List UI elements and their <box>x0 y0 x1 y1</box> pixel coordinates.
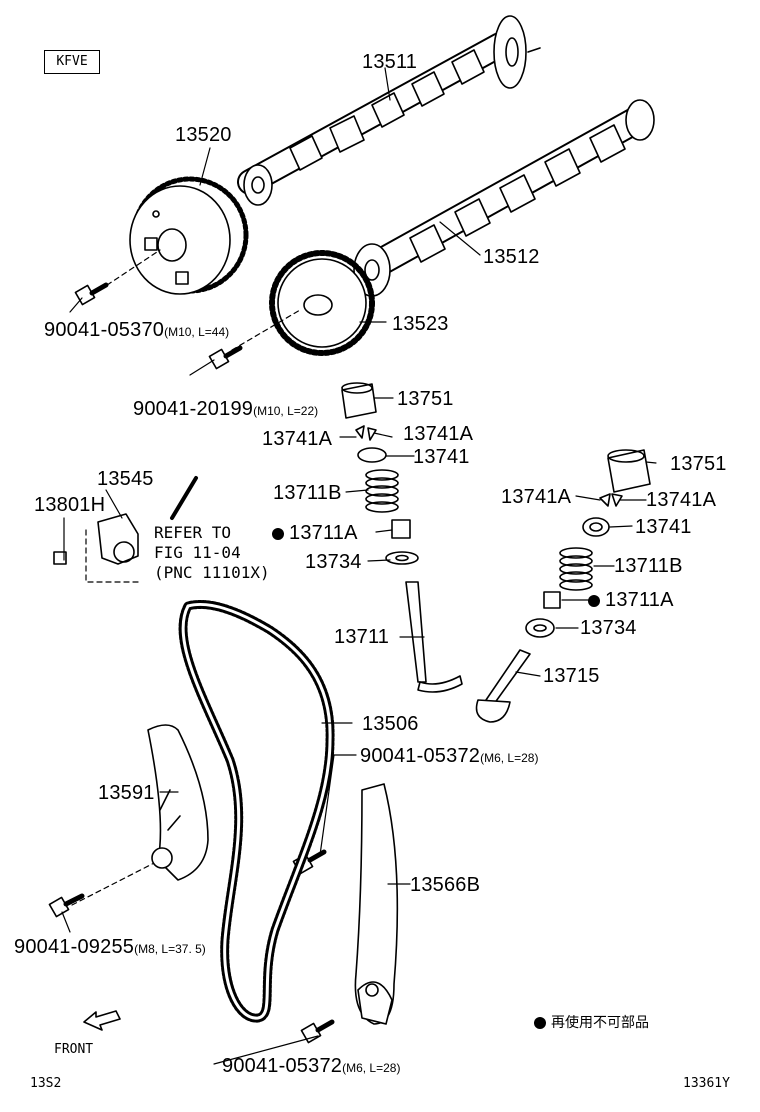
part-label-13506[interactable]: 13506 <box>362 713 419 735</box>
page-code-left: 13S2 <box>30 1076 62 1091</box>
bolt-label-90041-05372[interactable]: 90041-05372(M6, L=28) <box>360 745 538 769</box>
part-label-13741A[interactable]: 13741A <box>262 428 333 450</box>
part-label-13711B[interactable]: 13711B <box>614 555 683 577</box>
bolt-number: 90041-05370 <box>44 319 165 341</box>
legend-non-reusable: 再使用不可部品 <box>534 1012 649 1032</box>
reference-line: (PNC 11101X) <box>154 563 270 582</box>
part-label-13511[interactable]: 13511 <box>362 51 418 73</box>
part-label-13545[interactable]: 13545 <box>97 468 154 490</box>
part-number: 13711A <box>605 589 674 611</box>
bolt-label-90041-05370[interactable]: 90041-05370(M10, L=44) <box>44 319 229 343</box>
non-reusable-marker-icon <box>272 527 284 540</box>
bolt-spec: (M6, L=28) <box>480 751 539 765</box>
part-label-13591[interactable]: 13591 <box>98 782 155 804</box>
part-label-13741[interactable]: 13741 <box>635 516 692 538</box>
sprocket-illustration <box>269 250 375 356</box>
part-label-13520[interactable]: 13520 <box>175 124 232 146</box>
part-number: 13711A <box>289 522 358 544</box>
part-label-13734[interactable]: 13734 <box>580 617 637 639</box>
part-label-13512[interactable]: 13512 <box>483 246 540 268</box>
chain-guide-long-illustration <box>354 783 399 1025</box>
legend-text: 再使用不可部品 <box>551 1015 649 1031</box>
non-reusable-marker-icon <box>534 1017 546 1029</box>
bolt-label-90041-05372[interactable]: 90041-05372(M6, L=28) <box>222 1055 400 1079</box>
valve-group-a-illustration <box>341 382 463 693</box>
tensioner-illustration <box>85 476 198 583</box>
timing-chain-illustration <box>178 599 335 1023</box>
part-label-13566B[interactable]: 13566B <box>410 874 481 896</box>
part-label-13751[interactable]: 13751 <box>397 388 454 410</box>
part-label-13751[interactable]: 13751 <box>670 453 727 475</box>
bolt-icons <box>48 282 335 1044</box>
part-label-13523[interactable]: 13523 <box>392 313 449 335</box>
part-label-13715[interactable]: 13715 <box>543 665 600 687</box>
bolt-spec: (M6, L=28) <box>342 1061 401 1075</box>
part-label-13711[interactable]: 13711 <box>334 626 390 648</box>
part-label-13741A[interactable]: 13741A <box>501 486 572 508</box>
bolt-label-90041-09255[interactable]: 90041-09255(M8, L=37. 5) <box>14 936 206 960</box>
front-arrow-icon <box>83 1010 121 1031</box>
part-label-13711A[interactable]: 13711A <box>588 589 674 611</box>
bolt-label-90041-20199[interactable]: 90041-20199(M10, L=22) <box>133 398 318 422</box>
bolt-number: 90041-09255 <box>14 936 135 958</box>
front-label: FRONT <box>54 1042 94 1057</box>
reference-line: REFER TO <box>154 523 232 542</box>
camshaft-upper-illustration <box>237 15 541 206</box>
leader-lines <box>61 67 657 1065</box>
part-label-13734[interactable]: 13734 <box>305 551 362 573</box>
bolt-spec: (M10, L=22) <box>253 404 319 418</box>
non-reusable-marker-icon <box>588 594 600 607</box>
part-label-13711A[interactable]: 13711A <box>272 522 358 544</box>
page-code-right: 13361Y <box>683 1076 730 1091</box>
bolt-number: 90041-20199 <box>133 398 254 420</box>
valve-group-b-illustration <box>475 449 651 723</box>
bolt-spec: (M8, L=37. 5) <box>134 942 206 956</box>
bolt-number: 90041-05372 <box>222 1055 343 1077</box>
part-label-13741A[interactable]: 13741A <box>646 489 717 511</box>
chain-guide-illustration <box>147 724 209 881</box>
camshaft-lower-illustration <box>353 99 655 297</box>
bolt-number: 90041-05372 <box>360 745 481 767</box>
part-label-13711B[interactable]: 13711B <box>273 482 342 504</box>
engine-tag: KFVE <box>44 50 100 74</box>
bolt-spec: (M10, L=44) <box>164 325 230 339</box>
reference-line: FIG 11-04 <box>154 543 241 562</box>
part-label-13801H[interactable]: 13801H <box>34 494 106 516</box>
part-label-13741A[interactable]: 13741A <box>403 423 474 445</box>
part-label-13741[interactable]: 13741 <box>413 446 470 468</box>
vvt-gear-illustration <box>129 176 249 295</box>
